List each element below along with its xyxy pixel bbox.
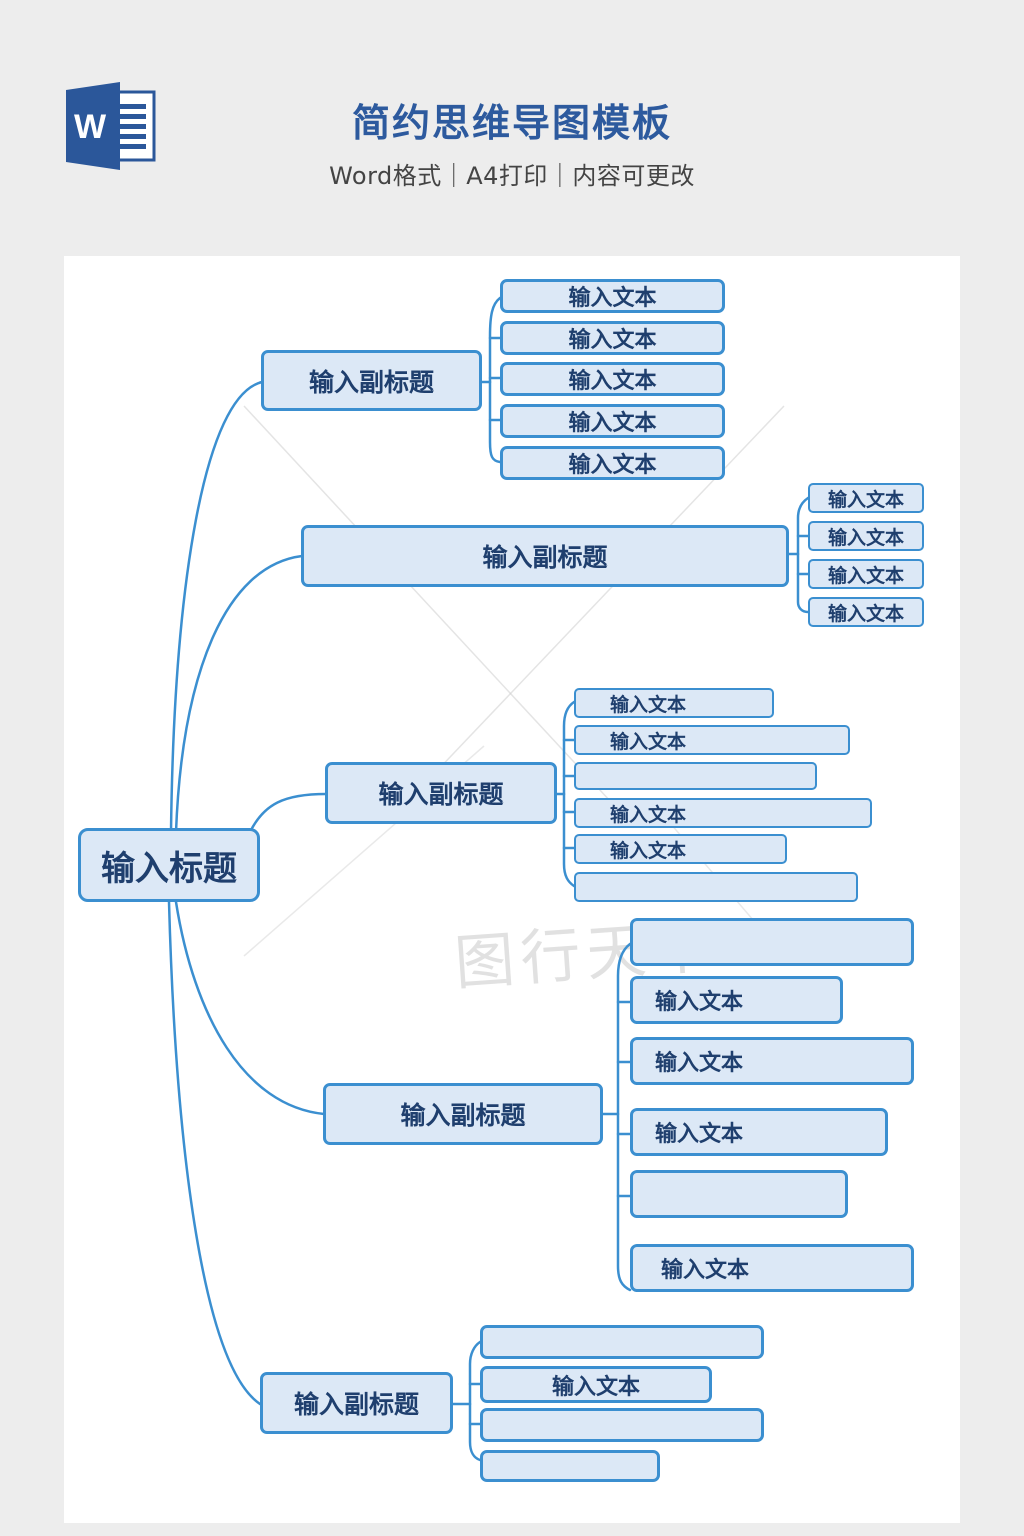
branch-3-leaf-5[interactable]: 输入文本 <box>574 834 787 864</box>
branch-4-node[interactable]: 输入副标题 <box>323 1083 603 1145</box>
branch-5-node[interactable]: 输入副标题 <box>260 1372 453 1434</box>
root-node[interactable]: 输入标题 <box>78 828 260 902</box>
connector-lines <box>167 296 810 1462</box>
branch-5-leaf-3[interactable] <box>480 1408 764 1442</box>
branch-4-leaf-3[interactable]: 输入文本 <box>630 1037 914 1085</box>
branch-1-leaf-4[interactable]: 输入文本 <box>500 404 725 438</box>
branch-3-node[interactable]: 输入副标题 <box>325 762 557 824</box>
branch-4-leaf-6[interactable]: 输入文本 <box>630 1244 914 1292</box>
logo-letter: W <box>74 108 107 146</box>
branch-3-leaf-3[interactable] <box>574 762 817 790</box>
branch-1-leaf-3[interactable]: 输入文本 <box>500 362 725 396</box>
branch-3-leaf-6[interactable] <box>574 872 858 902</box>
branch-1-leaf-1[interactable]: 输入文本 <box>500 279 725 313</box>
word-logo-icon: W <box>66 82 156 170</box>
mindmap-canvas: 图行天下 <box>64 256 960 1523</box>
page-subtitle: Word格式｜A4打印｜内容可更改 <box>329 162 695 190</box>
branch-2-leaf-1[interactable]: 输入文本 <box>808 483 924 513</box>
branch-2-leaf-3[interactable]: 输入文本 <box>808 559 924 589</box>
branch-1-leaf-2[interactable]: 输入文本 <box>500 321 725 355</box>
branch-5-leaf-4[interactable] <box>480 1450 660 1482</box>
branch-3-leaf-4[interactable]: 输入文本 <box>574 798 872 828</box>
branch-4-leaf-2[interactable]: 输入文本 <box>630 976 843 1024</box>
branch-5-leaf-2[interactable]: 输入文本 <box>480 1366 712 1403</box>
branch-4-leaf-4[interactable]: 输入文本 <box>630 1108 888 1156</box>
branch-2-leaf-2[interactable]: 输入文本 <box>808 521 924 551</box>
branch-1-leaf-5[interactable]: 输入文本 <box>500 446 725 480</box>
branch-4-leaf-5[interactable] <box>630 1170 848 1218</box>
branch-4-leaf-1[interactable] <box>630 918 914 966</box>
branch-2-leaf-4[interactable]: 输入文本 <box>808 597 924 627</box>
branch-1-node[interactable]: 输入副标题 <box>261 350 482 411</box>
page-title: 简约思维导图模板 <box>351 101 672 145</box>
branch-3-leaf-1[interactable]: 输入文本 <box>574 688 774 718</box>
branch-3-leaf-2[interactable]: 输入文本 <box>574 725 850 755</box>
branch-2-node[interactable]: 输入副标题 <box>301 525 789 587</box>
branch-5-leaf-1[interactable] <box>480 1325 764 1359</box>
